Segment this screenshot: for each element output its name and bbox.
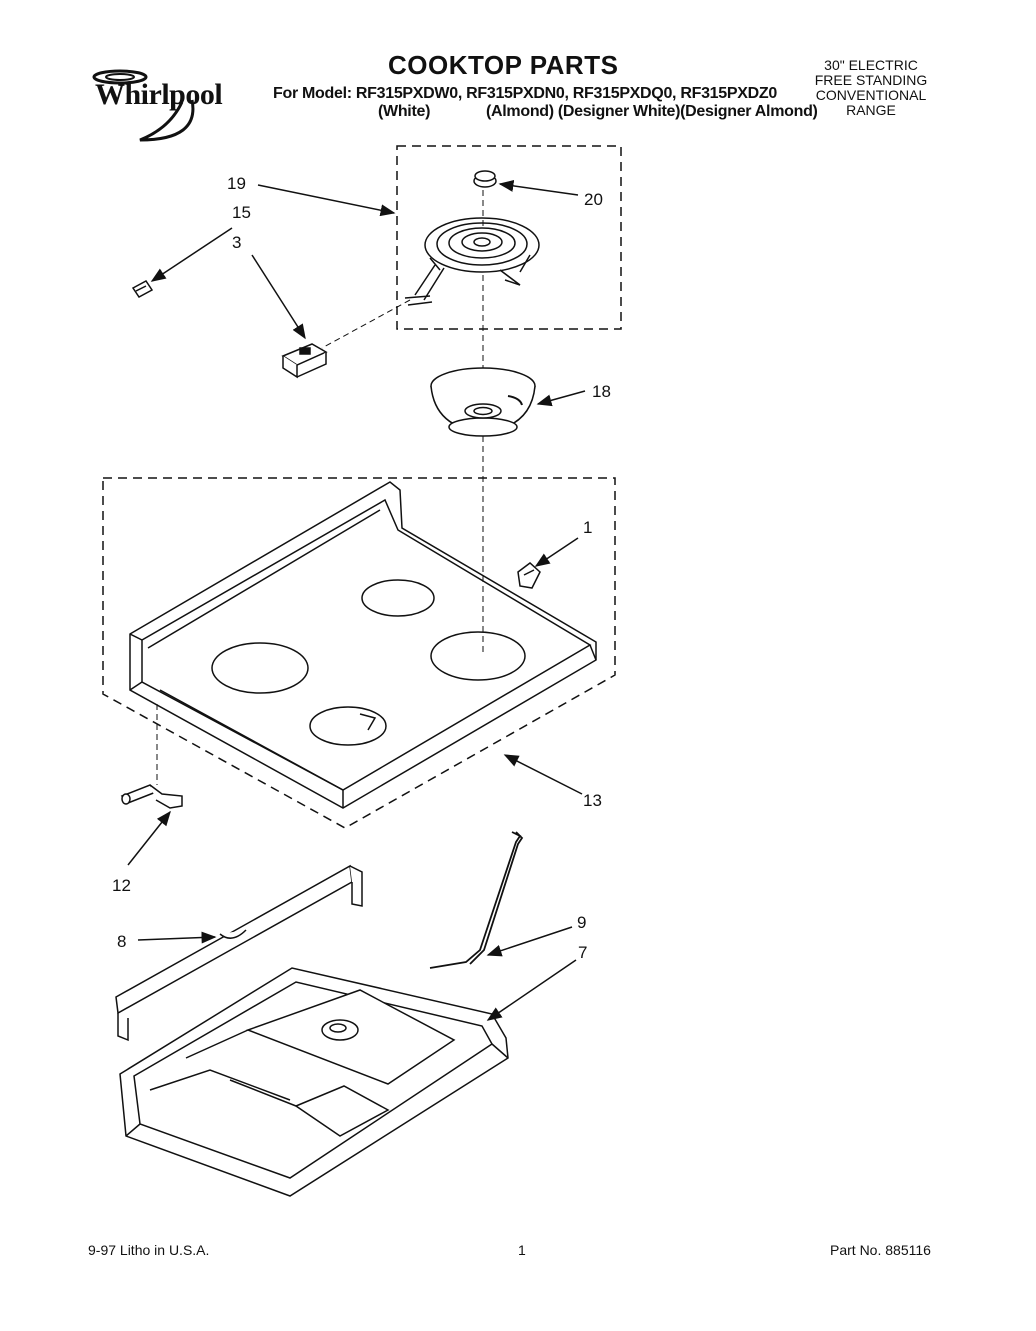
callout-18: 18 bbox=[592, 382, 611, 401]
part-19-surface-element bbox=[404, 217, 540, 306]
part-15-clip bbox=[131, 280, 154, 298]
callout-19: 19 bbox=[227, 174, 246, 193]
part-9-rod bbox=[429, 831, 524, 969]
page-number: 1 bbox=[518, 1242, 526, 1258]
finish-almond: (Almond) bbox=[486, 103, 554, 120]
callout-15: 15 bbox=[232, 203, 251, 222]
callout-8: 8 bbox=[117, 932, 126, 951]
part-18-drip-bowl bbox=[430, 367, 536, 437]
part-8-front-rail bbox=[115, 864, 363, 1042]
range-type: 30" ELECTRIC FREE STANDING CONVENTIONAL … bbox=[806, 58, 936, 118]
part-13-cooktop bbox=[129, 481, 597, 809]
callout-1: 1 bbox=[583, 518, 592, 537]
cooktop-group-box bbox=[102, 477, 616, 829]
callout-9: 9 bbox=[577, 913, 586, 932]
range-type-line: FREE STANDING bbox=[814, 72, 928, 88]
callout-7: 7 bbox=[578, 943, 587, 962]
finish-designer-almond: (Designer Almond) bbox=[680, 103, 818, 120]
range-type-line: RANGE bbox=[846, 102, 896, 118]
page-title: COOKTOP PARTS bbox=[388, 50, 619, 80]
range-type-line: CONVENTIONAL bbox=[815, 87, 927, 103]
callout-20: 20 bbox=[584, 190, 603, 209]
litho-note: 9-97 Litho in U.S.A. bbox=[88, 1242, 210, 1258]
range-type-line: 30" ELECTRIC bbox=[824, 57, 918, 73]
part-number: Part No. 885116 bbox=[830, 1242, 931, 1258]
callout-13: 13 bbox=[583, 791, 602, 810]
model-list: For Model: RF315PXDW0, RF315PXDN0, RF315… bbox=[273, 85, 777, 102]
alignment-lines bbox=[156, 190, 484, 785]
callout-12: 12 bbox=[112, 876, 131, 895]
finish-list: (White) (Almond)(Designer White)(Designer… bbox=[378, 103, 818, 121]
part-3-terminal-block bbox=[281, 343, 328, 379]
element-group-box bbox=[396, 145, 622, 330]
finish-white: (White) bbox=[378, 103, 431, 120]
part-20-cap bbox=[473, 170, 497, 188]
part-12-connector bbox=[120, 784, 183, 809]
callout-3: 3 bbox=[232, 233, 241, 252]
part-7-burner-box bbox=[119, 967, 509, 1197]
finish-designer-white: (Designer White) bbox=[557, 103, 681, 120]
whirlpool-logo-swoosh bbox=[92, 69, 195, 142]
part-1-clip bbox=[517, 562, 541, 589]
leader-lines bbox=[127, 179, 586, 1021]
